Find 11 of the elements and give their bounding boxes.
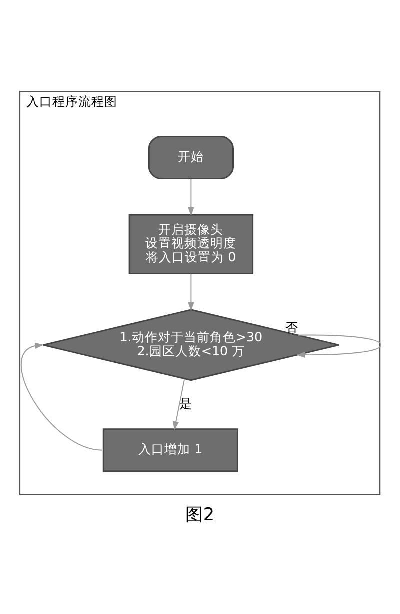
edge-label: 是	[179, 396, 192, 412]
caption: 图2	[185, 506, 215, 526]
arrow	[188, 273, 194, 312]
arrow	[188, 178, 194, 216]
arrow	[20, 342, 103, 451]
arrow	[296, 334, 382, 358]
node-box: 开始	[148, 136, 234, 180]
edge-label: 否	[285, 320, 298, 335]
node-box: 开启摄像头 设置视频透明度 将入口设置为 0	[128, 214, 254, 274]
arrow	[173, 378, 186, 430]
node-box: 入口增加 1	[102, 428, 238, 472]
